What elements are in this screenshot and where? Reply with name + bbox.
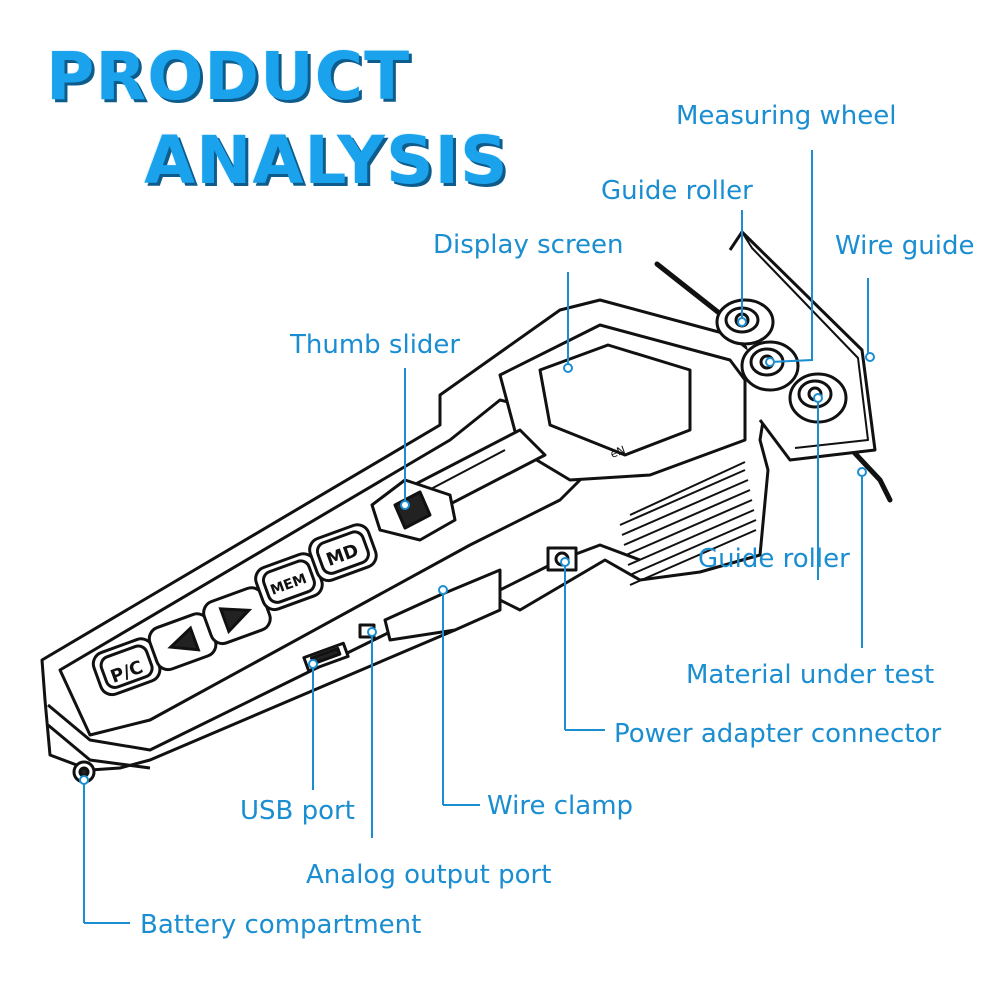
label-measuring-wheel: Measuring wheel xyxy=(676,101,897,131)
leader-endpoints xyxy=(79,317,875,785)
label-wire-clamp: Wire clamp xyxy=(487,791,634,821)
label-guide-roller-top: Guide roller xyxy=(601,176,753,206)
label-thumb-slider: Thumb slider xyxy=(290,330,461,360)
title-line-1: PRODUCT xyxy=(46,38,411,115)
screen-mark: eN xyxy=(609,443,628,460)
label-material-under-test: Material under test xyxy=(686,660,935,690)
device-buttons xyxy=(91,523,378,697)
label-usb-port: USB port xyxy=(240,796,355,826)
label-display-screen: Display screen xyxy=(433,230,624,260)
label-analog-output-port: Analog output port xyxy=(306,860,552,890)
title-line-2: ANALYSIS xyxy=(144,122,509,199)
label-guide-roller-bottom: Guide roller xyxy=(698,544,850,574)
leader-lines xyxy=(83,150,869,924)
label-battery-compartment: Battery compartment xyxy=(140,910,422,940)
label-power-adapter-connector: Power adapter connector xyxy=(614,719,942,749)
label-wire-guide: Wire guide xyxy=(835,231,975,261)
